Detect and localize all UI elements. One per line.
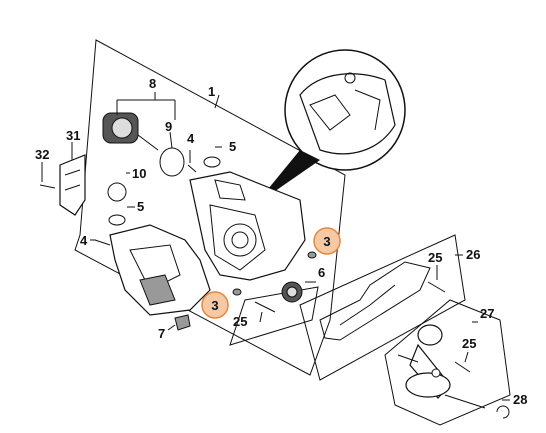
plug-part (174, 314, 191, 331)
label-4-upper: 4 (187, 131, 195, 146)
o-ring-part (159, 147, 185, 177)
pin-part-upper (187, 164, 197, 173)
label-26: 26 (466, 247, 480, 262)
callout-3-lower-label: 3 (211, 298, 218, 313)
gasket-group-outline (299, 234, 466, 381)
crankshaft-group-outline (384, 299, 511, 426)
gasket-part (319, 261, 431, 341)
label-5-lower: 5 (137, 199, 144, 214)
label-6: 6 (318, 265, 325, 280)
label-27: 27 (480, 306, 494, 321)
pin-part-lower (94, 239, 111, 246)
label-31: 31 (66, 128, 80, 143)
gasket-part-inner (339, 284, 396, 326)
screw-part-25-a (254, 301, 276, 313)
label-32: 32 (35, 147, 49, 162)
label-28: 28 (513, 392, 527, 407)
label-25-c: 25 (462, 336, 476, 351)
callout-3-lower-badge (201, 291, 229, 319)
label-8: 8 (149, 76, 156, 91)
seal-part (107, 182, 127, 202)
label-25-a: 25 (233, 314, 247, 329)
screw-part-25-c (454, 361, 471, 373)
label-9: 9 (165, 119, 172, 134)
spacer-part-upper (307, 251, 317, 259)
screw-part-32 (39, 184, 56, 189)
label-25-b: 25 (428, 250, 442, 265)
label-7: 7 (158, 326, 165, 341)
screw-part-25-b (427, 281, 446, 293)
callout-3-lower[interactable]: 3 (201, 291, 229, 319)
bearing-part-bore (286, 286, 298, 298)
crankshaft-part (397, 324, 486, 409)
rotor-assembly-part (102, 112, 159, 151)
label-4-lower: 4 (80, 233, 88, 248)
callout-3-upper[interactable]: 3 (313, 227, 341, 255)
bearing-group-outline (229, 286, 319, 346)
leader-lines (41, 92, 510, 401)
label-10: 10 (132, 166, 146, 181)
callout-3-upper-badge (313, 227, 341, 255)
spacer-part-lower (232, 288, 242, 296)
circlip-part (496, 405, 510, 419)
cover-part (59, 154, 86, 216)
crankcase-part (109, 171, 306, 316)
washer-part-lower (108, 214, 126, 226)
magnified-detail (255, 49, 406, 205)
crankcase-group-outline (74, 39, 346, 376)
label-5-upper: 5 (229, 139, 236, 154)
callout-3-upper-label: 3 (323, 234, 330, 249)
washer-part-upper (203, 156, 221, 168)
label-1: 1 (208, 84, 215, 99)
cover-part-ribs (64, 169, 81, 191)
